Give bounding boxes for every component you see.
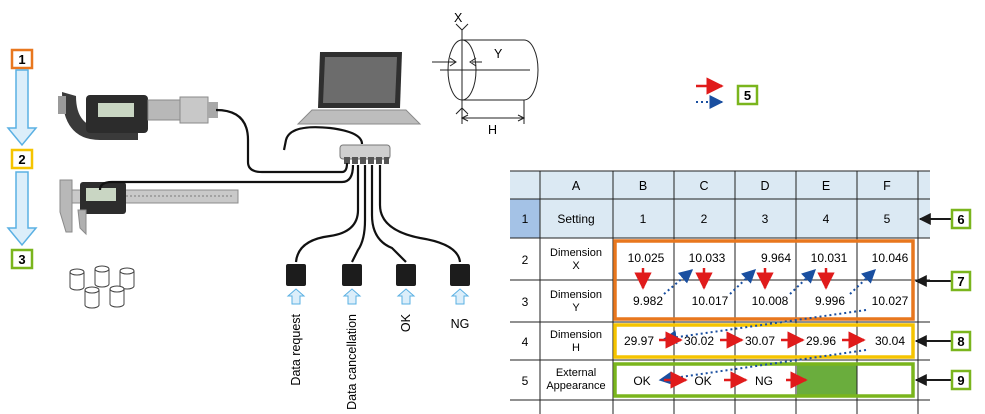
cell-f3: 10.027 <box>872 294 909 308</box>
cell-c4: 30.02 <box>684 334 714 348</box>
up-arrow-icon <box>286 288 306 305</box>
cell-e1: 4 <box>823 212 830 226</box>
up-arrow-icon <box>396 288 416 305</box>
highlight-h-row <box>613 323 915 359</box>
button-label-ng: NG <box>451 317 470 331</box>
callout-badge-7 <box>950 270 972 292</box>
col-header-e: E <box>822 179 830 193</box>
micrometer-icon <box>58 92 218 140</box>
blue-diagonal-arrows <box>663 269 877 295</box>
blue-return-arrow-h <box>662 309 867 345</box>
data-cancel-switch <box>342 264 362 286</box>
col-header-d: D <box>760 179 769 193</box>
up-arrow-icon <box>342 288 362 305</box>
col-header-b: B <box>639 179 647 193</box>
cell-c5: OK <box>694 374 711 388</box>
callout-label-6: 6 <box>957 212 964 227</box>
callout-badge-6 <box>950 208 972 230</box>
row-num-3: 3 <box>522 295 529 309</box>
step-badge-3 <box>10 248 34 270</box>
row-label-setting: Setting <box>557 212 594 226</box>
button-label-ok: OK <box>399 313 413 332</box>
cell-d3: 10.008 <box>752 294 789 308</box>
cell-c2: 10.033 <box>689 251 726 265</box>
row-num-4: 4 <box>522 335 529 349</box>
callout-label-7: 7 <box>957 274 964 289</box>
cell-c1: 2 <box>701 212 708 226</box>
grid-lines <box>510 170 930 414</box>
row-num-2: 2 <box>522 253 529 267</box>
cables <box>98 108 462 263</box>
callout-label-9: 9 <box>957 373 964 388</box>
step-label-3: 3 <box>18 252 25 267</box>
workpieces-icon <box>69 265 135 309</box>
axis-label-h: H <box>488 123 497 137</box>
up-arrow-icon <box>450 288 470 305</box>
cell-b1: 1 <box>640 212 647 226</box>
cell-f2: 10.046 <box>872 251 909 265</box>
step-badge-2 <box>10 148 34 170</box>
callout-badge-9 <box>950 369 972 391</box>
col-header-c: C <box>699 179 708 193</box>
legend-badge-label: 5 <box>744 88 751 103</box>
row-num-1: 1 <box>522 212 529 226</box>
workpiece-dimension-drawing <box>432 23 539 124</box>
data-request-switch <box>286 264 306 286</box>
legend: 5 <box>696 77 759 109</box>
cell-d1: 3 <box>762 212 769 226</box>
row-num-5: 5 <box>522 374 529 388</box>
cell-e2: 10.031 <box>811 251 848 265</box>
cell-f4: 30.04 <box>875 334 905 348</box>
caliper-icon <box>59 179 239 236</box>
col-header-f: F <box>883 179 891 193</box>
highlight-appearance-row <box>613 362 915 398</box>
cell-b4: 29.97 <box>624 334 654 348</box>
legend-badge <box>736 84 759 106</box>
axis-label-y: Y <box>494 47 503 61</box>
cell-b3: 9.982 <box>633 294 663 308</box>
ng-switch <box>450 264 470 286</box>
axis-label-x: X <box>454 11 463 25</box>
button-label-data-request: Data request <box>289 313 303 385</box>
col-header-a: A <box>572 179 581 193</box>
callouts: 6 7 8 9 <box>914 208 972 391</box>
red-down-arrows <box>634 268 835 290</box>
callout-label-8: 8 <box>957 334 964 349</box>
callout-badge-8 <box>950 330 972 352</box>
down-arrow-icon <box>6 69 38 147</box>
step-label-1: 1 <box>18 52 25 67</box>
cell-f1: 5 <box>884 212 891 226</box>
step-label-2: 2 <box>18 152 25 167</box>
down-arrow-icon <box>6 171 38 247</box>
cell-d4: 30.07 <box>745 334 775 348</box>
usb-hub-icon <box>339 144 391 164</box>
cell-b2: 10.025 <box>628 251 665 265</box>
cell-c3: 10.017 <box>692 294 729 308</box>
step-flow: 1 2 3 <box>6 48 38 270</box>
footswitch-row: Data request Data cancellation OK NG <box>286 264 470 410</box>
laptop-icon <box>296 52 422 125</box>
button-label-data-cancellation: Data cancellation <box>345 314 359 410</box>
selected-row-header <box>510 199 540 238</box>
cell-d2: 9.964 <box>761 251 791 265</box>
ok-switch <box>396 264 416 286</box>
cell-b5: OK <box>633 374 650 388</box>
cell-e3: 9.996 <box>815 294 845 308</box>
step-badge-1 <box>10 48 34 70</box>
cell-e4: 29.96 <box>806 334 836 348</box>
cell-d5: NG <box>755 374 773 388</box>
highlight-xy-rows <box>613 239 915 321</box>
